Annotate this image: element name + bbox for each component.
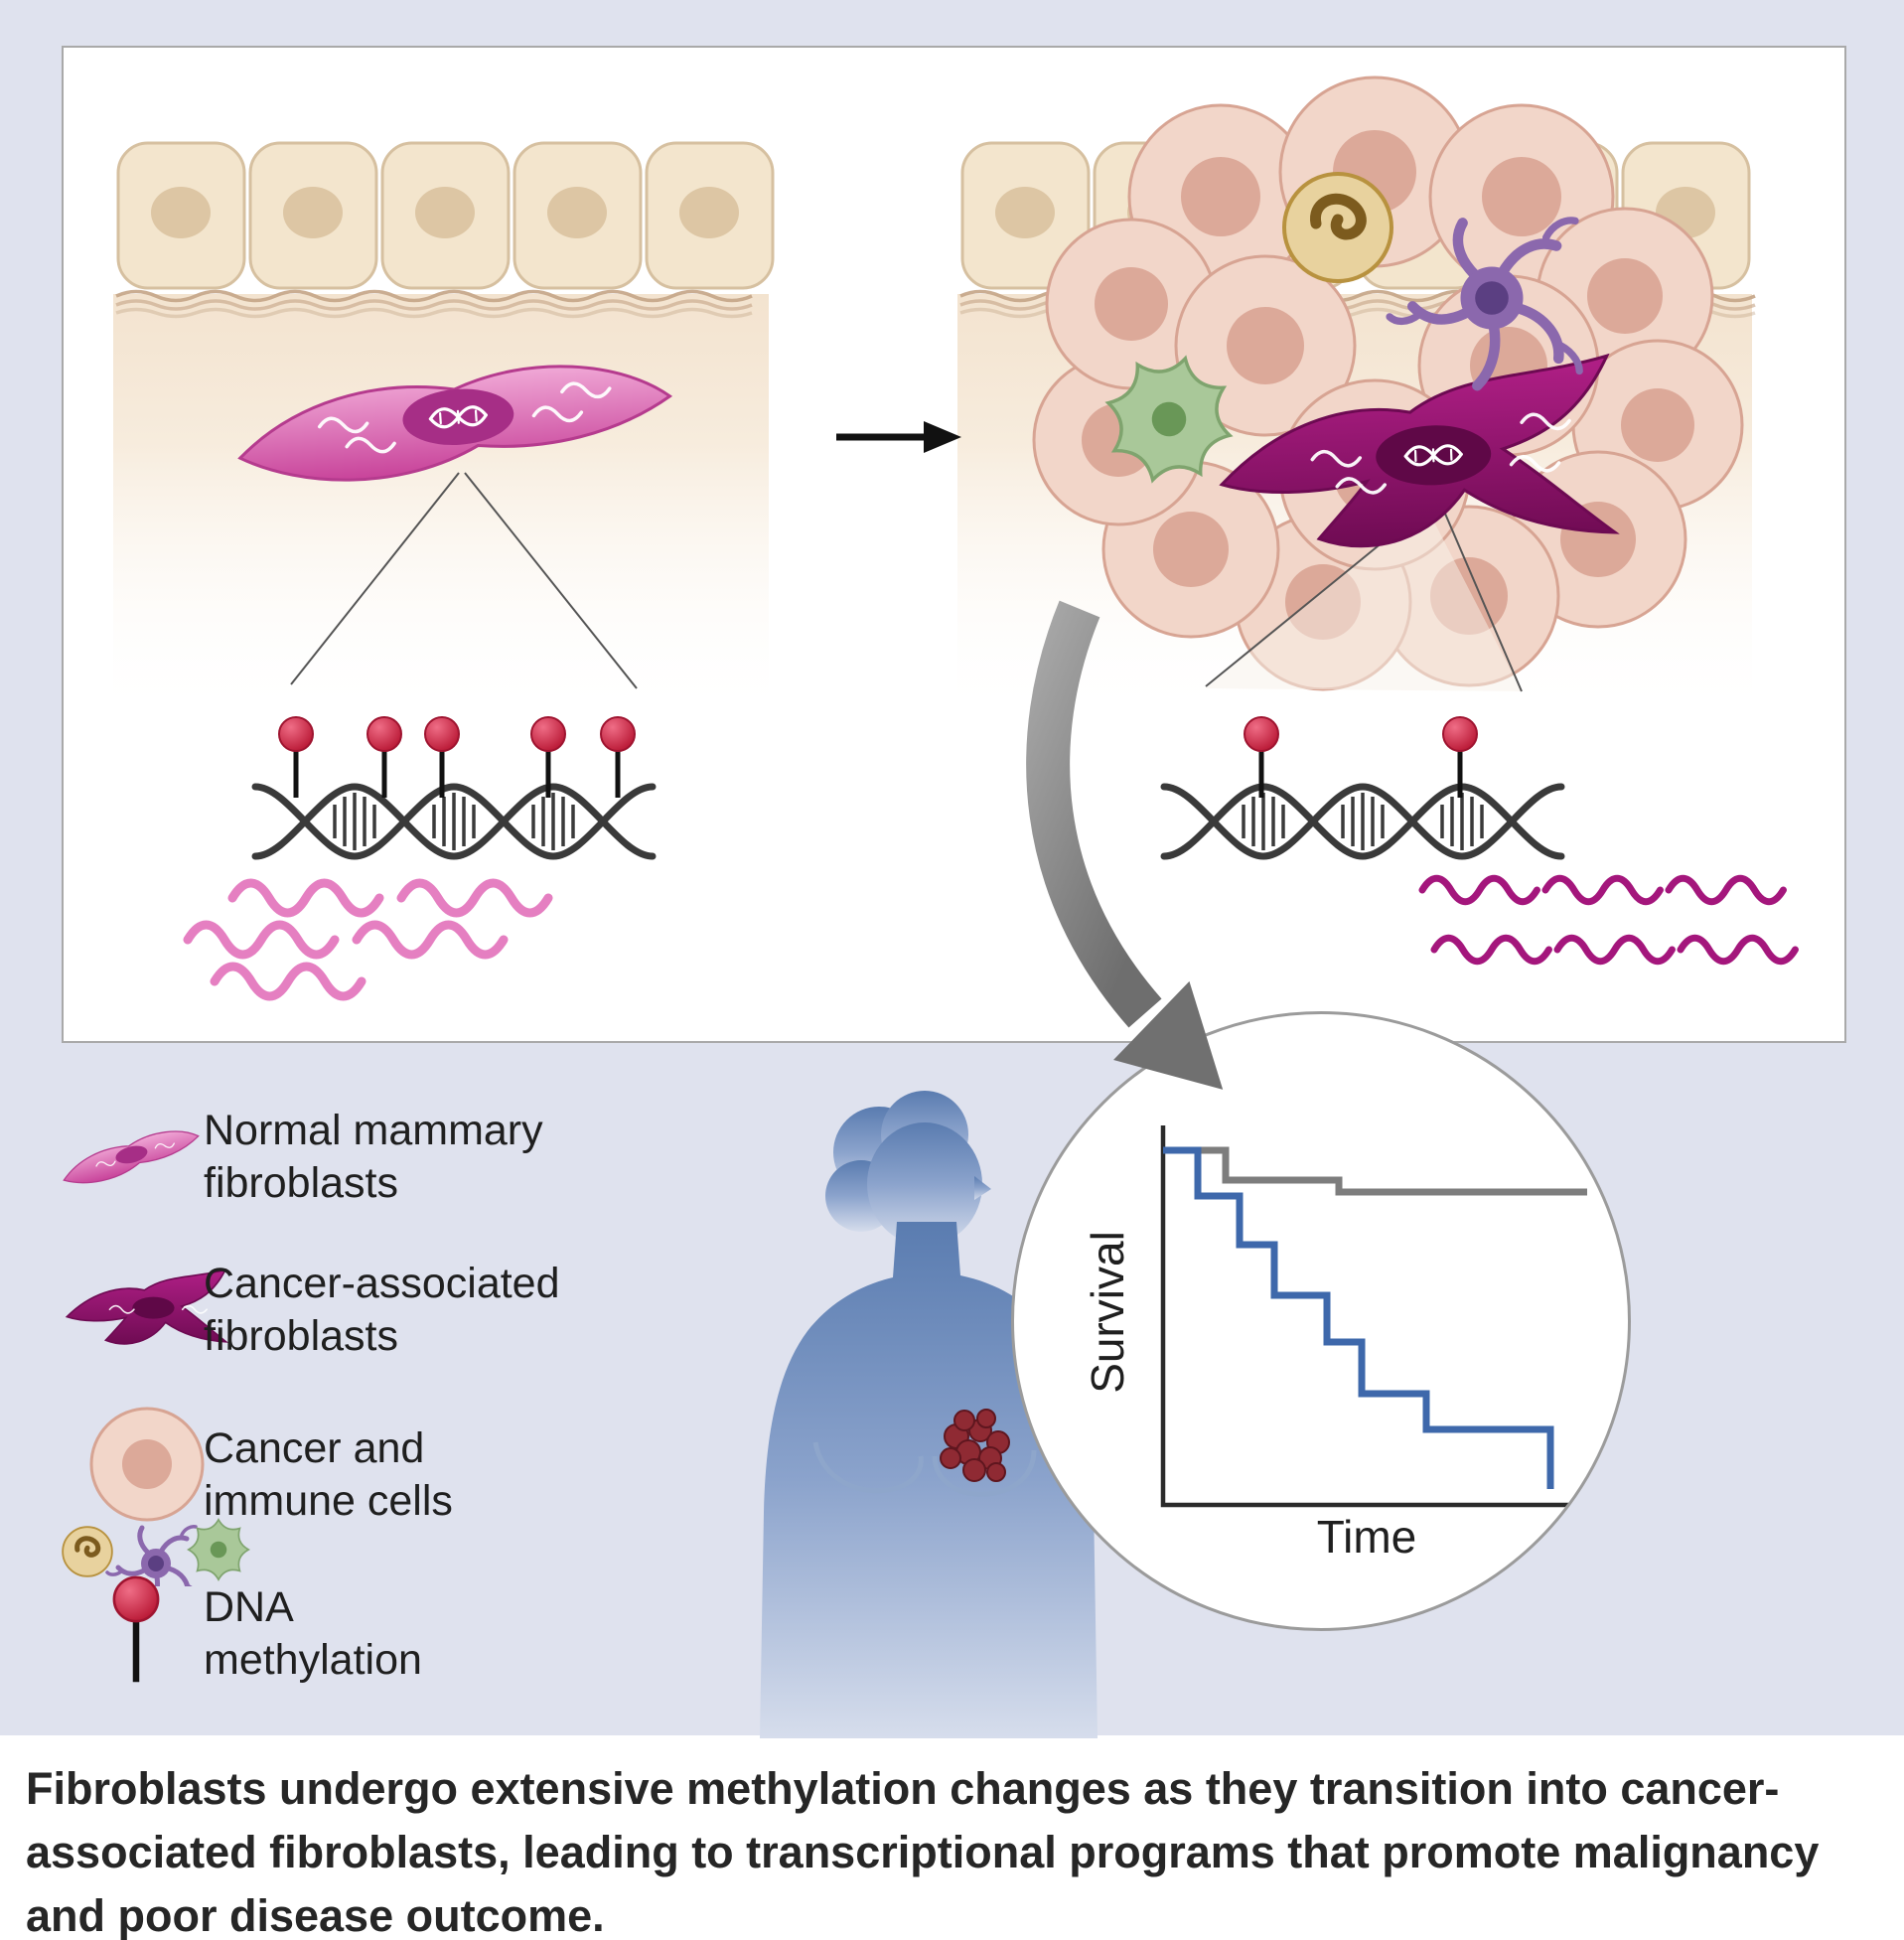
basement-membrane-left xyxy=(115,289,753,319)
breast-tumor xyxy=(940,1409,1010,1482)
normal-fibroblast-icon xyxy=(63,1130,200,1184)
dna-helix-caf xyxy=(1160,783,1565,860)
epithelial-layer-left xyxy=(116,141,775,290)
methylation-mark-icon xyxy=(279,717,313,798)
survival-inset: Survival Time xyxy=(1011,1011,1631,1631)
legend-label-normal-fibroblasts: Normal mammary fibroblasts xyxy=(204,1107,543,1208)
dna-methylation-icon xyxy=(105,1571,167,1696)
immune-cell-tan-icon xyxy=(63,1527,112,1576)
condensed-dna-icon xyxy=(1403,444,1463,467)
transition-arrow xyxy=(836,421,961,453)
mrna-squiggles-normal xyxy=(188,883,548,996)
caption-text: Fibroblasts undergo extensive methylatio… xyxy=(26,1763,1820,1940)
epithelial-cell xyxy=(380,141,511,290)
immune-cell-green-icon xyxy=(187,1518,250,1581)
dna-rungs xyxy=(1341,791,1385,852)
immune-cell-tan xyxy=(1284,174,1391,281)
normal-fibroblast-cell xyxy=(237,365,673,482)
epithelial-cell xyxy=(116,141,246,290)
cancer-and-immune-cells-icon xyxy=(60,1407,250,1586)
methylation-mark-icon xyxy=(601,717,635,798)
x-axis-label: Time xyxy=(1317,1511,1417,1563)
dna-rungs xyxy=(531,791,575,852)
legend-label-methylation: DNA methylation xyxy=(204,1583,422,1685)
legend-label-caf: Cancer-associated fibroblasts xyxy=(204,1260,560,1361)
legend: Normal mammary fibroblasts Cancer-associ… xyxy=(0,1053,735,1738)
breast-contour xyxy=(812,1441,1037,1497)
methylation-mark-icon xyxy=(367,717,401,798)
dna-rungs xyxy=(1242,791,1285,852)
condensed-dna-icon xyxy=(428,405,488,429)
cancer-associated-fibroblast-cell xyxy=(1219,353,1620,548)
zoom-wedge-right-fill xyxy=(1206,507,1522,691)
survival-curve-gray xyxy=(1163,1146,1587,1196)
main-panel xyxy=(62,46,1846,1043)
caption: Fibroblasts undergo extensive methylatio… xyxy=(0,1735,1904,1940)
normal-tissue-stroma xyxy=(113,294,769,721)
survival-curve-blue xyxy=(1163,1146,1554,1489)
survival-plot: Survival Time xyxy=(1082,1125,1587,1563)
dna-rungs xyxy=(1440,791,1484,852)
y-axis-label: Survival xyxy=(1082,1231,1133,1394)
tissue-scenes xyxy=(113,75,1844,1041)
zoom-wedge-left xyxy=(290,472,638,689)
cancer-associated-fibroblast-icon xyxy=(65,1268,229,1345)
dna-rungs xyxy=(432,791,476,852)
epithelial-cell xyxy=(513,141,643,290)
plot-axes xyxy=(1160,1125,1585,1508)
mrna-squiggles-caf xyxy=(1422,878,1795,961)
dna-rungs xyxy=(333,791,376,852)
dna-helix-normal xyxy=(251,783,657,860)
legend-label-cancer-immune: Cancer and immune cells xyxy=(204,1424,453,1526)
epithelial-cell xyxy=(248,141,378,290)
epithelial-cell xyxy=(645,141,775,290)
face-profile xyxy=(974,1176,991,1200)
